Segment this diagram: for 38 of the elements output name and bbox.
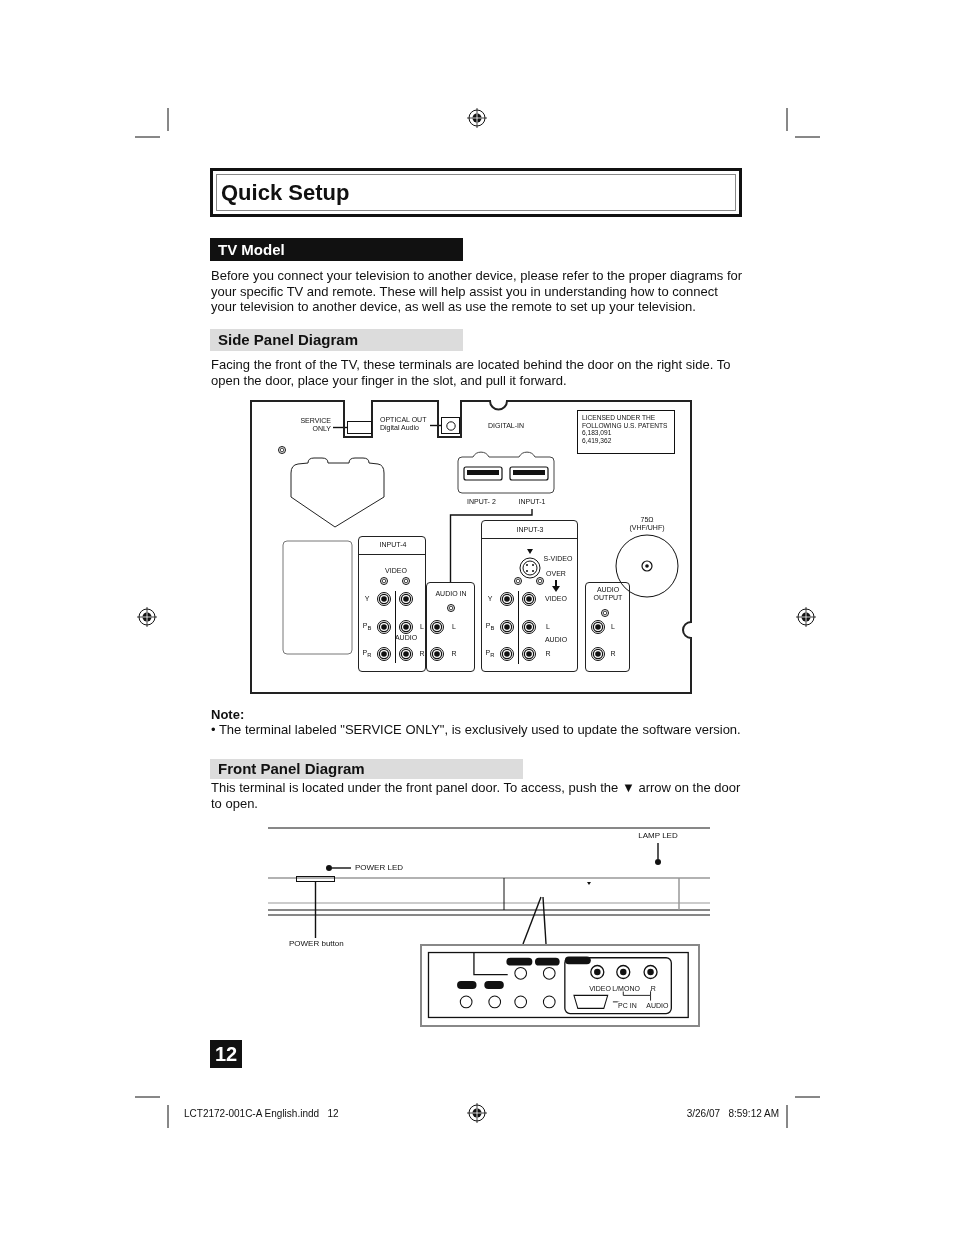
power-button	[296, 876, 335, 882]
leader-line	[314, 881, 317, 939]
body-text: Facing the front of the TV, these terminals are located behind the door on the right side. To open the door, place your finger in the slot, and pull it forward.	[211, 357, 732, 388]
section-header-bar	[210, 238, 463, 261]
callout-line	[542, 896, 547, 945]
led-indicator	[655, 859, 661, 865]
footer-text: 3/26/07 8:59:12 AM	[685, 1108, 779, 1120]
section-header-bar	[210, 759, 523, 779]
callout-line	[522, 896, 542, 945]
page-number: 12	[214, 1042, 238, 1066]
body-text: This terminal is located under the front panel door. To access, push the ▼ arrow on the door to open.	[211, 780, 742, 811]
optical-port	[441, 417, 460, 434]
patent-notice-box	[577, 410, 675, 454]
side-panel-drawing	[251, 401, 691, 693]
leader-line	[429, 424, 442, 427]
section-heading: TV Model	[218, 240, 285, 259]
terminal-group-panel	[585, 582, 630, 672]
terminal-group-panel	[358, 536, 426, 672]
page-title: Quick Setup	[221, 180, 350, 206]
callout-label: LAMP LED	[638, 831, 678, 841]
callout-label: POWER button	[289, 939, 344, 949]
note-heading: Note:	[211, 707, 246, 723]
leader-line	[449, 508, 533, 583]
leader-line	[332, 426, 348, 429]
leader-line	[657, 842, 659, 860]
section-heading: Front Panel Diagram	[218, 760, 365, 778]
callout-label: POWER LED	[355, 863, 403, 873]
led-indicator	[326, 865, 332, 871]
leader-line	[331, 867, 352, 869]
footer-text: LCT2172-001C-A English.indd 12	[184, 1108, 339, 1120]
section-header-bar	[210, 329, 463, 351]
terminal-group-panel	[426, 582, 475, 672]
section-heading: Side Panel Diagram	[218, 331, 359, 349]
title-box	[210, 168, 742, 217]
terminal-group-panel	[481, 520, 578, 672]
service-port	[347, 421, 372, 434]
note-text: • The terminal labeled "SERVICE ONLY", is exclusively used to update the software version.	[211, 722, 742, 738]
body-text: Before you connect your television to another device, please refer to the proper diagrams for your specific TV and remote. These will help assist you in understanding how to connect your television to another device, as well as use the remote to set up your television.	[211, 268, 744, 315]
